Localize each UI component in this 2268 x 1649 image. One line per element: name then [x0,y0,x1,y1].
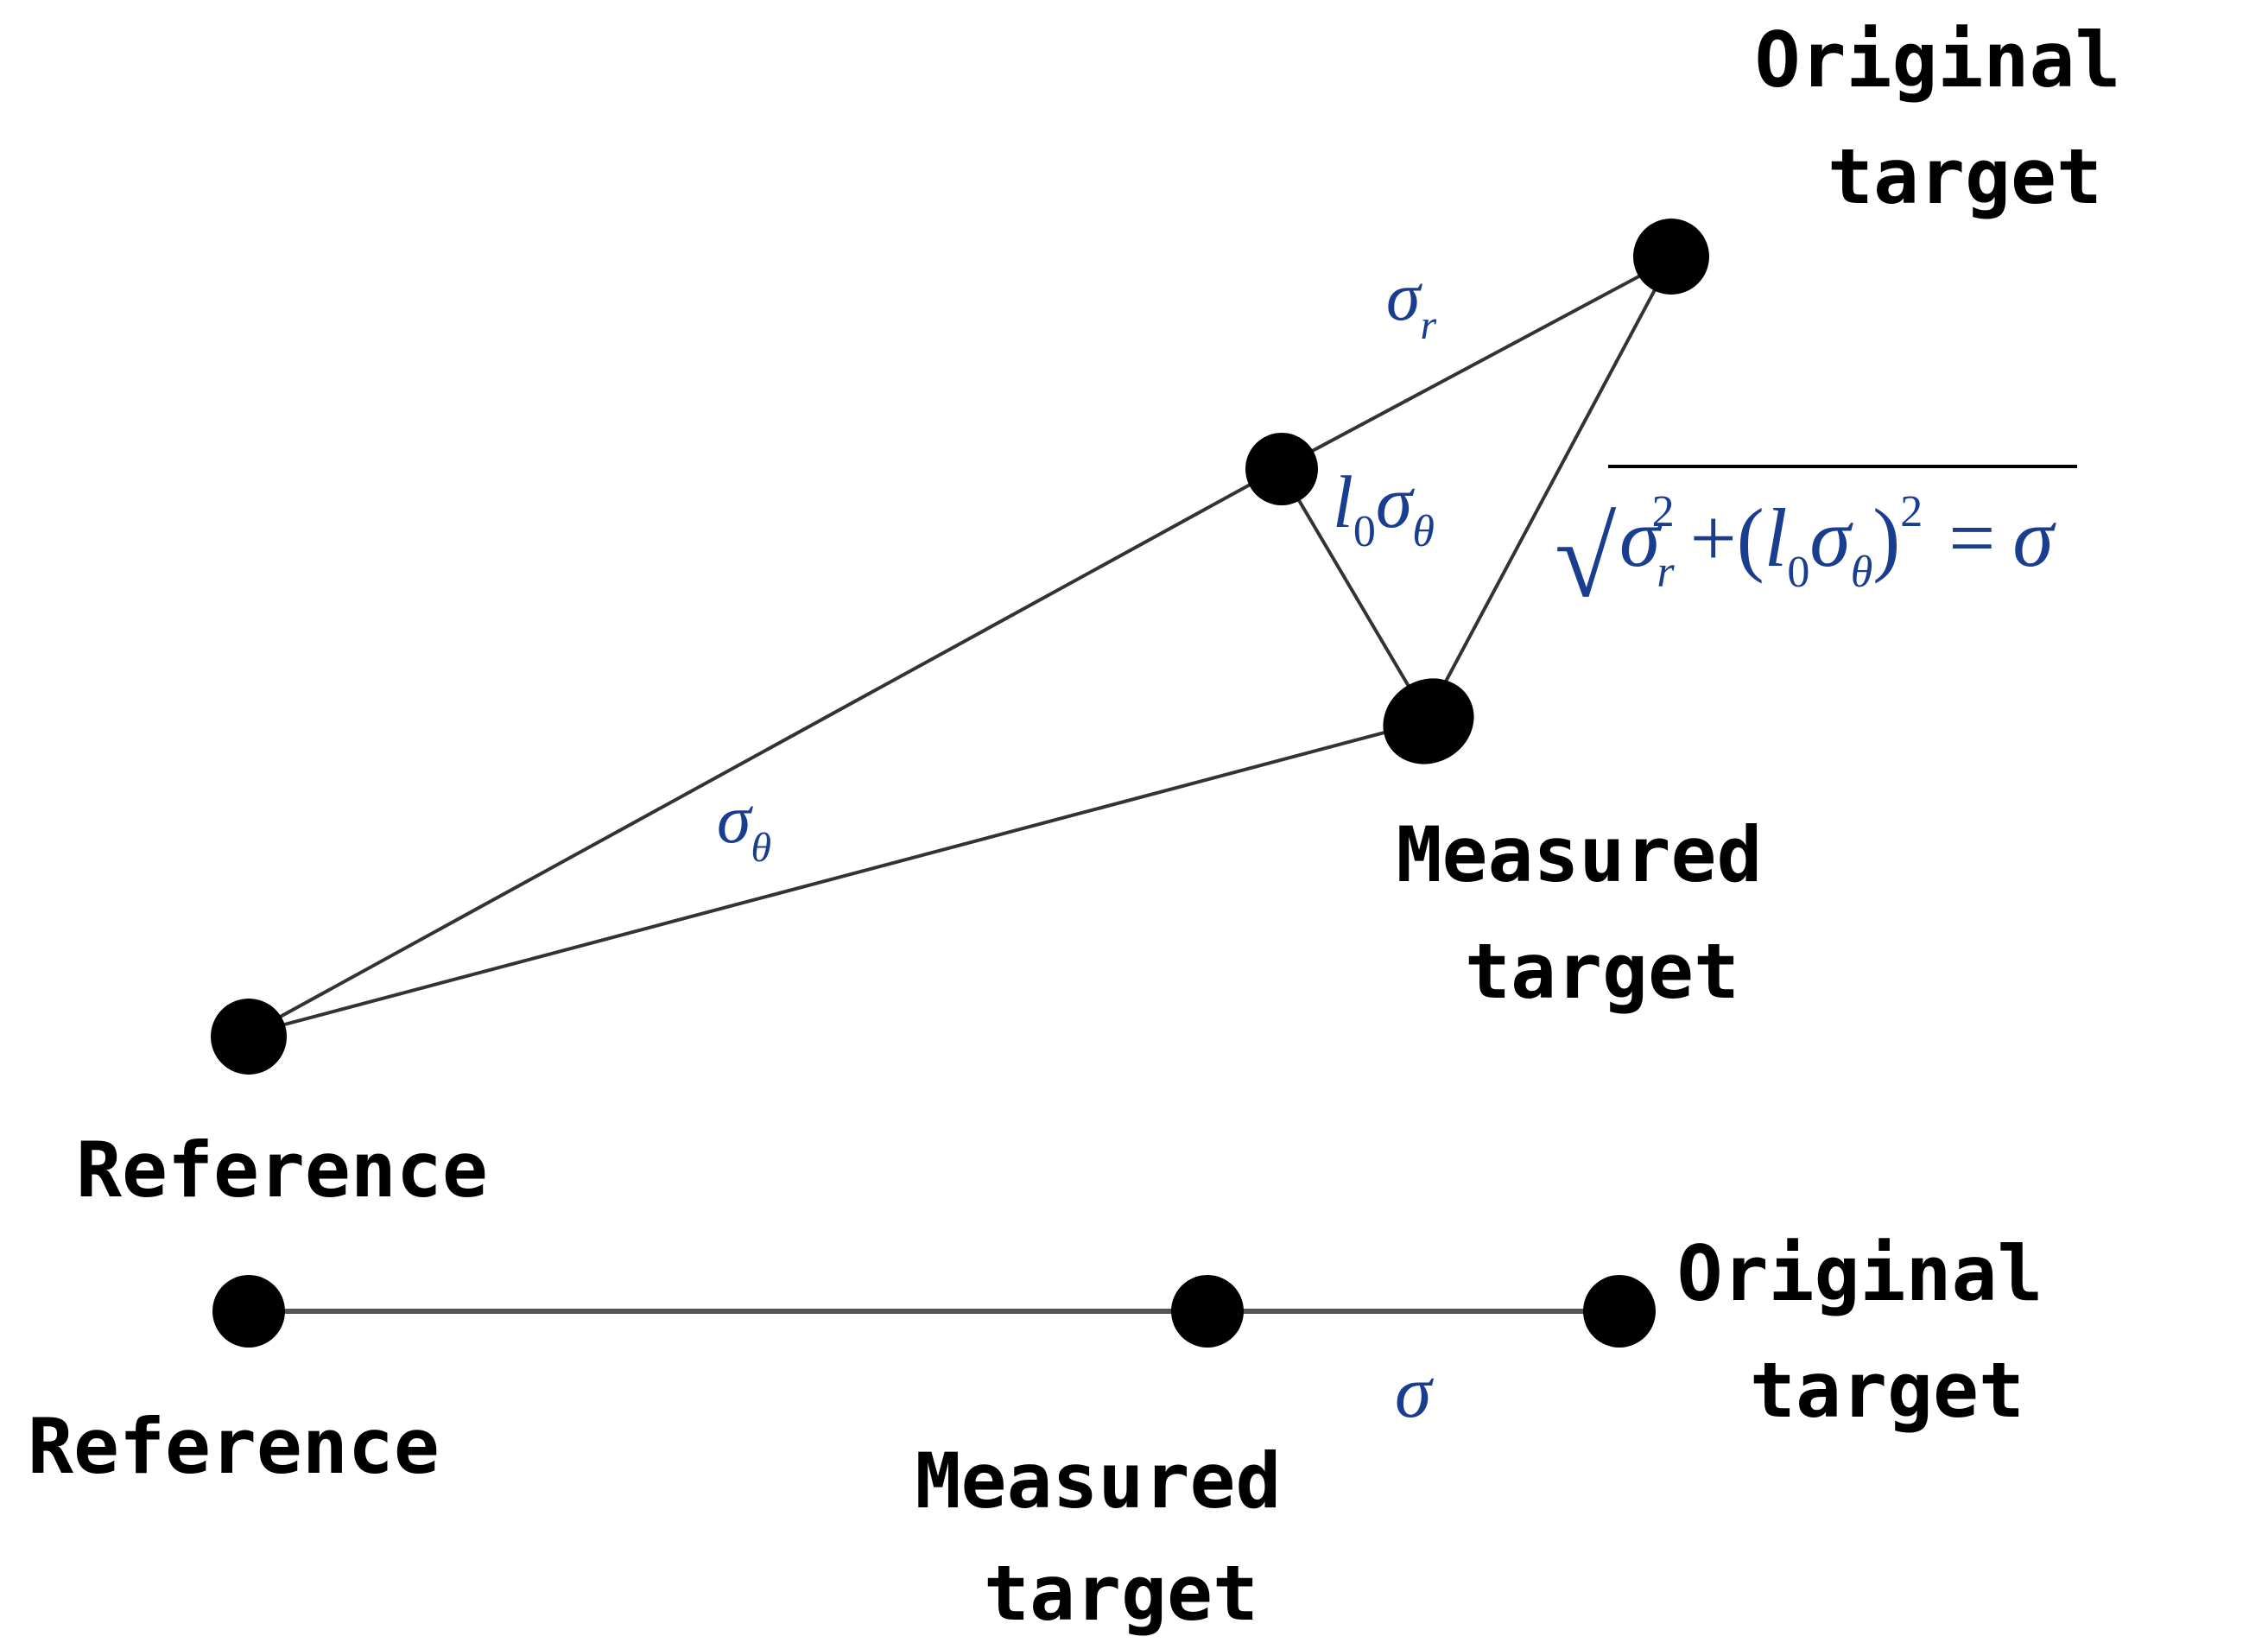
line-reference-to-intermediate [248,466,1281,1036]
formula-sqrt-sign: √ [1555,497,1617,621]
bottom-original-label-line2: target [1750,1346,2024,1435]
formula-sigma-theta: σ [1809,492,1853,584]
formula-body: σr2+(l0σθ)2=σ [1619,487,2056,597]
intermediate-point-dot [1245,433,1318,505]
original-target-label: Original target [1755,16,2167,221]
original-target-label-line2: target [1828,132,2102,221]
formula-theta-sub: θ [1851,548,1873,597]
sigma-r-symbol: σr [1386,259,1436,348]
measured-target-dot [1383,678,1474,764]
measured-target-label: Measured target [1397,810,1809,1016]
original-target-dot [1633,219,1709,295]
l0-l: l [1333,460,1353,543]
formula-sq1: 2 [1652,487,1675,536]
sigma-theta-subscript: θ [751,825,771,871]
bottom-original-target-label: Original target [1677,1229,2089,1435]
formula-sq2: 2 [1900,487,1923,536]
bottom-sigma-symbol: σ [1395,1350,1435,1433]
l0-theta-subscript: θ [1412,507,1435,556]
bottom-measured-target-label: Measured target [915,1437,1327,1638]
bottom-original-target-dot [1583,1275,1656,1348]
bottom-reference-label: Reference [28,1402,440,1491]
bottom-measured-label-line2: target [984,1549,1258,1638]
l0-sigma-theta-symbol: l0σθ [1333,460,1435,556]
sigma-r-base: σ [1386,259,1422,335]
l0-sigma: σ [1376,460,1416,543]
formula-result: σ [2012,492,2056,584]
line-intermediate-to-original [1279,257,1672,470]
measured-target-label-line2: target [1465,927,1739,1016]
error-formula: √ σr2+(l0σθ)2=σ [1555,465,2077,621]
formula-sigma-r: σ [1619,492,1663,584]
reference-dot [211,999,287,1075]
sigma-theta-symbol: σθ [717,782,771,871]
line-measured-to-original [1425,258,1673,718]
bottom-measured-target-dot [1171,1275,1244,1348]
formula-l: l [1764,492,1788,584]
line-intermediate-to-measured [1278,466,1429,719]
formula-close: ) [1872,492,1900,584]
bottom-reference-dot [212,1275,285,1348]
bottom-measured-label-line1: Measured [915,1437,1282,1525]
original-target-label-line1: Original [1755,16,2121,105]
bottom-original-label-line1: Original [1677,1229,2043,1318]
formula-equals: = [1948,492,1995,584]
formula-plus-open: +( [1690,492,1764,584]
reference-label: Reference [76,1126,488,1215]
l0-subscript: 0 [1353,507,1376,556]
formula-l-sub: 0 [1787,548,1809,597]
sigma-theta-base: σ [717,782,753,858]
sigma-r-subscript: r [1420,302,1436,348]
line-reference-to-measured [248,720,1428,1036]
measured-target-label-line1: Measured [1397,810,1763,899]
formula-r-sub: r [1657,548,1675,597]
